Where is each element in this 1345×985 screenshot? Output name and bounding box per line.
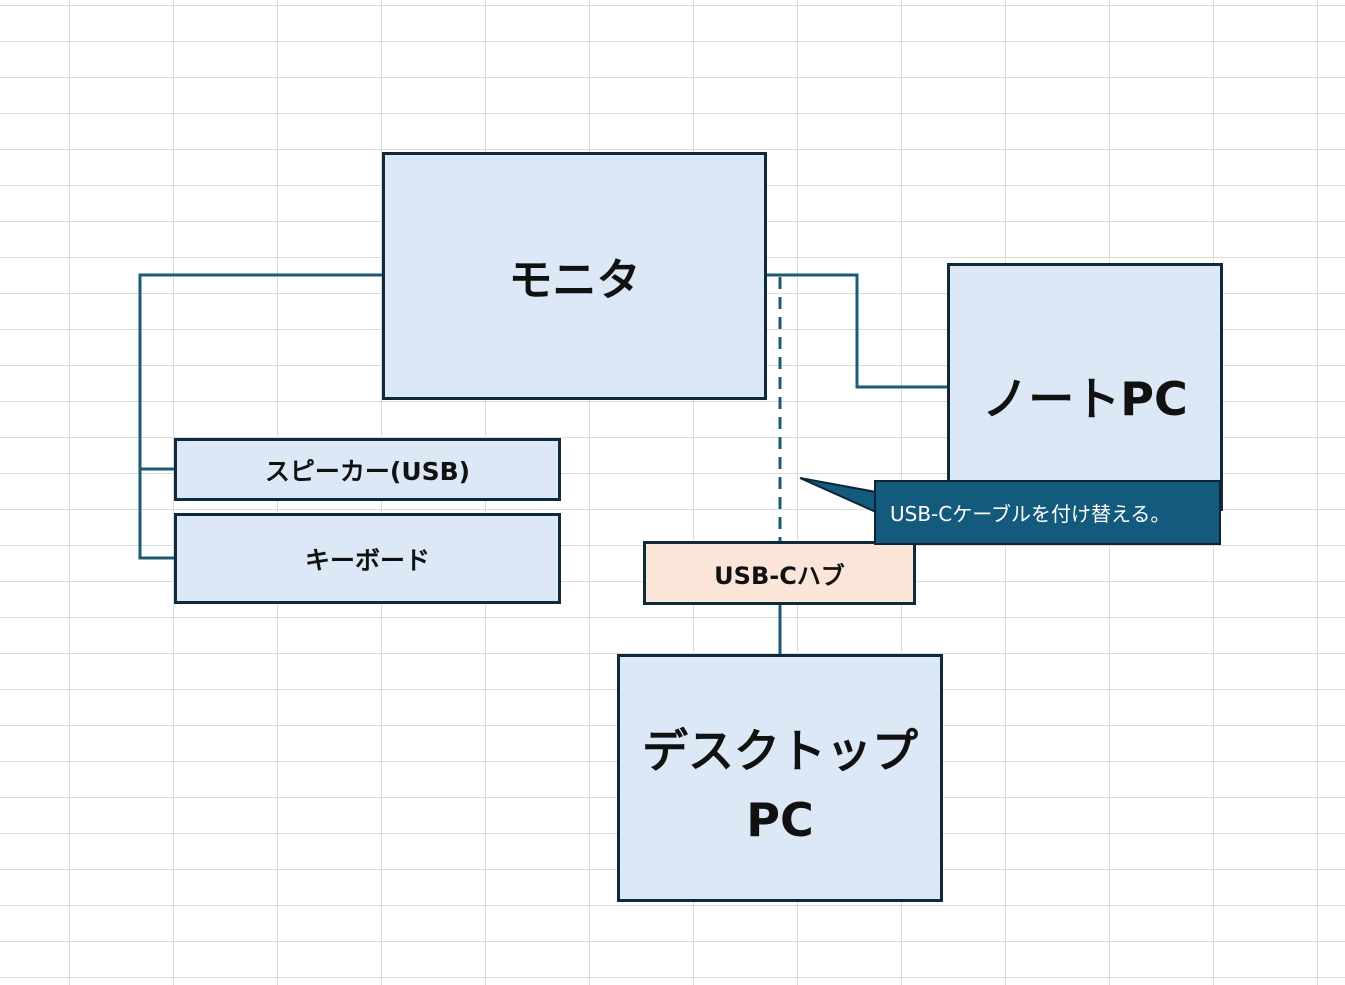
speaker-label: スピーカー(USB) xyxy=(264,456,471,486)
connector-monitor-laptop xyxy=(767,273,947,389)
desktop-label-line1: デスクトップ xyxy=(642,724,918,778)
monitor-label: モニタ xyxy=(508,255,641,306)
connector-monitor-peripherals xyxy=(138,273,382,560)
laptop-label: ノートPC xyxy=(982,372,1188,426)
laptop-box[interactable]: ノートPC xyxy=(947,263,1223,511)
speaker-box[interactable]: スピーカー(USB) xyxy=(174,438,561,501)
callout-text: USB-Cケーブルを付け替える。 xyxy=(890,502,1171,526)
desktop-label-line2: PC xyxy=(746,793,814,847)
hub-label: USB-Cハブ xyxy=(714,561,845,590)
callout-note[interactable]: USB-Cケーブルを付け替える。 xyxy=(874,480,1221,545)
keyboard-box[interactable]: キーボード xyxy=(174,513,561,604)
desktop-pc-box[interactable]: デスクトップ PC xyxy=(617,654,943,902)
keyboard-label: キーボード xyxy=(304,545,430,575)
usb-c-hub-box[interactable]: USB-Cハブ xyxy=(643,541,916,605)
monitor-box[interactable]: モニタ xyxy=(382,152,767,400)
